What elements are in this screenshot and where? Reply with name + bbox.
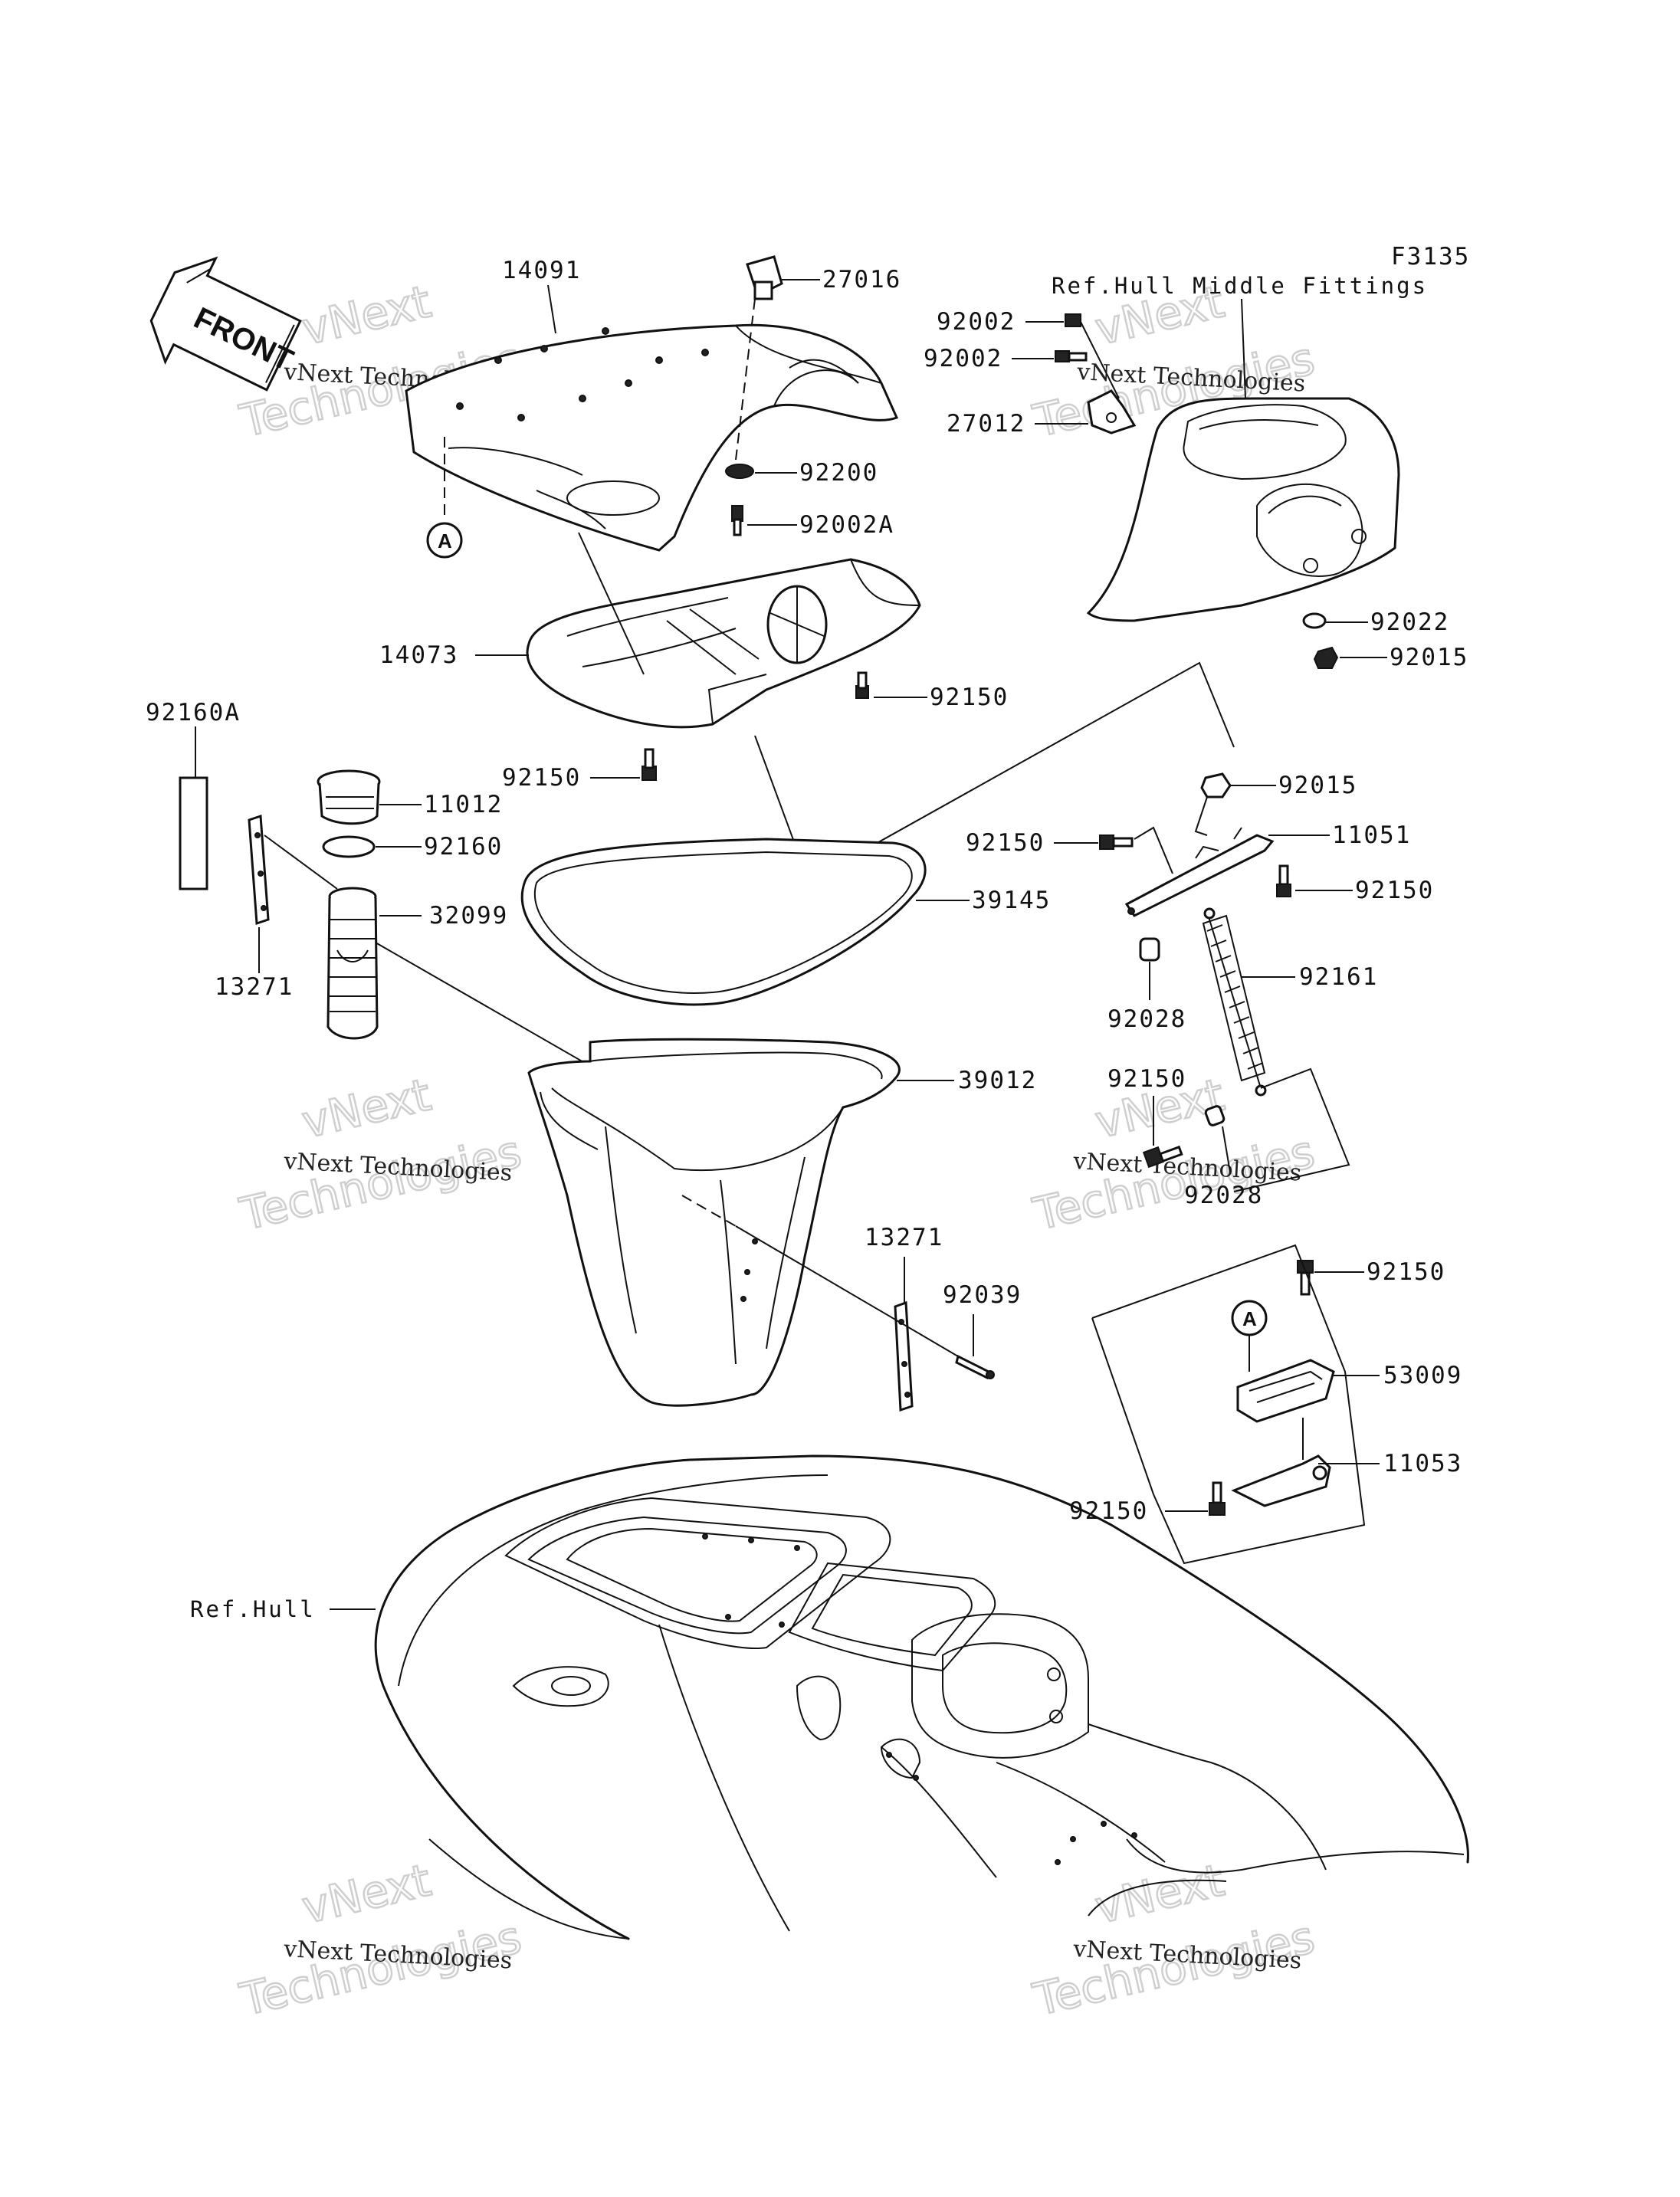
watermark-bottom-left: vNext Technologies vNext Technologies (235, 1853, 527, 2027)
figure-code: F3135 (1391, 243, 1470, 271)
bolt-92002-b (1055, 350, 1088, 362)
label-92150-top: 92150 (930, 684, 1009, 711)
label-53009: 53009 (1383, 1362, 1462, 1389)
bracket-11053 (1231, 1454, 1331, 1507)
label-92002-b: 92002 (924, 345, 1002, 372)
callout-box-lines (1233, 1067, 1350, 1192)
label-13271-right: 13271 (865, 1224, 943, 1251)
label-32099: 32099 (429, 902, 508, 930)
marker-a-left (426, 522, 463, 559)
bolt-92150-top (855, 671, 869, 699)
label-11053: 11053 (1383, 1450, 1462, 1477)
label-14073: 14073 (379, 641, 458, 669)
plate-13271-left (248, 814, 270, 926)
washer-92022 (1302, 612, 1327, 629)
bracket-11051 (1124, 796, 1275, 917)
cap-11012 (317, 769, 381, 825)
bolt-92002-a (1065, 313, 1120, 399)
oring-92160 (322, 835, 376, 858)
bolt-92002a (731, 505, 743, 536)
label-39012: 39012 (958, 1067, 1037, 1094)
latch-53009 (1236, 1359, 1335, 1423)
label-92039: 92039 (943, 1281, 1022, 1309)
rivet-92039 (955, 1354, 995, 1380)
collar-92028-b (1204, 1105, 1226, 1126)
label-92022: 92022 (1370, 608, 1449, 636)
marker-a-left-text: A (438, 530, 452, 553)
plate-13271-right (894, 1300, 914, 1412)
bin-39012 (527, 1038, 901, 1407)
connector-line-top (808, 661, 1235, 882)
label-92002-a: 92002 (937, 308, 1016, 336)
hose-32099 (326, 887, 379, 1040)
marker-a-right-text: A (1242, 1307, 1257, 1330)
nut-92015-a (1313, 646, 1339, 669)
washer-92200 (725, 464, 754, 479)
label-92160: 92160 (424, 833, 503, 861)
label-92150-left: 92150 (502, 764, 581, 792)
label-92028-b: 92028 (1184, 1182, 1263, 1209)
strip-92160a (179, 776, 208, 890)
label-27016: 27016 (822, 266, 901, 293)
label-11012: 11012 (424, 791, 503, 818)
part-27016 (735, 255, 820, 461)
svg-text:vNext: vNext (1091, 1854, 1229, 1933)
label-92150-r4: 92150 (1367, 1258, 1445, 1286)
bolt-92150-r5 (1209, 1481, 1226, 1516)
bolt-92150-left (641, 748, 657, 781)
label-13271-left: 13271 (215, 973, 294, 1001)
watermark-bottom-right: vNext Technologies vNext Technologies (1028, 1853, 1321, 2027)
watermark-mid-left: vNext Technologies vNext Technologies (235, 1067, 527, 1241)
callout-box-lower (1091, 1244, 1366, 1565)
label-92150-r1: 92150 (966, 829, 1045, 857)
label-14091: 14091 (502, 257, 581, 284)
label-92015-a: 92015 (1390, 644, 1468, 671)
label-11051: 11051 (1332, 821, 1411, 849)
hull-body (374, 1454, 1469, 1940)
bolt-92150-r4 (1297, 1260, 1314, 1296)
label-27012: 27012 (947, 410, 1025, 438)
collar-92028-a (1139, 937, 1160, 962)
spring-92161 (1202, 907, 1267, 1097)
svg-text:vNext: vNext (297, 275, 435, 355)
gasket-39145 (520, 838, 927, 1006)
bolt-92150-r3 (1142, 1145, 1183, 1169)
seat-base-14073 (475, 558, 921, 729)
label-92028-a: 92028 (1107, 1005, 1186, 1033)
label-39145: 39145 (972, 887, 1051, 914)
label-92150-r3: 92150 (1107, 1065, 1186, 1093)
label-92160a: 92160A (146, 699, 241, 726)
label-92002a: 92002A (799, 511, 894, 539)
front-arrow-icon: FRONT (149, 256, 302, 392)
bolt-92150-r1 (1099, 835, 1134, 850)
svg-text:vNext: vNext (297, 1068, 435, 1148)
bolt-92150-r2 (1276, 864, 1291, 897)
label-92200: 92200 (799, 459, 878, 487)
label-92150-r5: 92150 (1069, 1497, 1148, 1525)
seat-cover-14091 (405, 284, 899, 552)
ref-hull-middle-leader (1241, 298, 1246, 399)
bracket-27012 (1087, 389, 1137, 434)
ref-hull-label: Ref.Hull (190, 1596, 316, 1622)
ref-hull-middle-label: Ref.Hull Middle Fittings (1052, 273, 1428, 299)
label-92150-r2: 92150 (1355, 877, 1434, 904)
svg-text:vNext: vNext (297, 1854, 435, 1933)
label-92161: 92161 (1299, 963, 1378, 991)
label-92015-b: 92015 (1278, 772, 1357, 799)
rear-panel (1086, 397, 1400, 622)
nut-92015-b (1200, 772, 1232, 798)
